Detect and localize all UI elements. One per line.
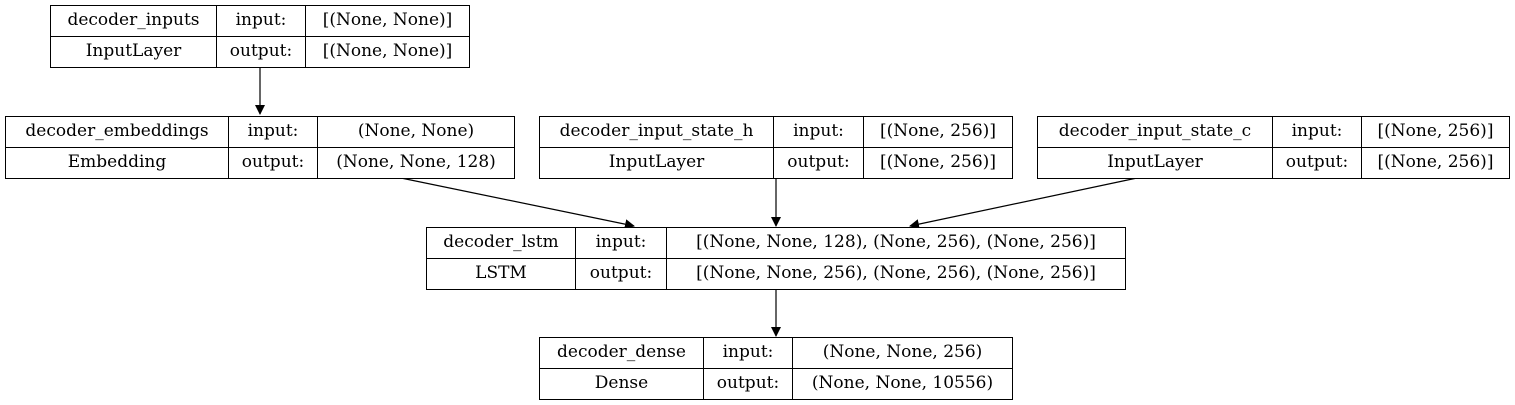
layer-name: decoder_embeddings xyxy=(6,117,229,148)
output-shape: [(None, None, 256), (None, 256), (None, … xyxy=(696,263,1096,284)
layer-type: InputLayer xyxy=(540,147,774,178)
output-shape: (None, None, 128) xyxy=(336,152,496,173)
edge-decoder-embeddings-to-decoder-lstm xyxy=(400,177,635,230)
input-label: input: xyxy=(229,117,318,148)
output-label: output: xyxy=(1273,147,1362,178)
input-shape: [(None, None)] xyxy=(306,6,469,37)
layer-node-decoder-dense: decoder_dense input: (None, None, 256) D… xyxy=(539,337,1013,400)
input-label: input: xyxy=(217,6,306,37)
output-shape: [(None, 256)] xyxy=(880,152,996,173)
output-shape: (None, None, 10556) xyxy=(811,373,994,394)
layer-name: decoder_dense xyxy=(540,338,704,369)
layer-type: Dense xyxy=(540,368,704,399)
layer-name: decoder_lstm xyxy=(427,228,576,259)
input-shape: [(None, None, 128), (None, 256), (None, … xyxy=(667,228,1125,259)
output-label: output: xyxy=(576,258,667,289)
input-shape: (None, None) xyxy=(318,117,514,148)
layer-node-decoder-inputs: decoder_inputs input: [(None, None)] Inp… xyxy=(50,5,470,68)
layer-name: decoder_inputs xyxy=(51,6,217,37)
input-label: input: xyxy=(704,338,793,369)
edge-decoder-input-state-c-to-decoder-lstm xyxy=(909,177,1138,230)
layer-node-decoder-input-state-h: decoder_input_state_h input: [(None, 256… xyxy=(539,116,1013,179)
output-shape: [(None, 256)] xyxy=(1377,152,1494,173)
layer-name: decoder_input_state_h xyxy=(540,117,774,148)
layer-type: InputLayer xyxy=(51,36,217,67)
input-shape: [(None, 256)] xyxy=(864,117,1012,148)
input-label: input: xyxy=(774,117,864,148)
layer-node-decoder-embeddings: decoder_embeddings input: (None, None) E… xyxy=(5,116,515,179)
input-shape: (None, None, 256) xyxy=(793,338,1012,369)
input-label: input: xyxy=(576,228,667,259)
output-label: output: xyxy=(217,36,306,67)
input-shape: [(None, 256)] xyxy=(1362,117,1509,148)
input-label: input: xyxy=(1273,117,1362,148)
layer-name: decoder_input_state_c xyxy=(1038,117,1273,148)
output-label: output: xyxy=(229,147,318,178)
layer-type: InputLayer xyxy=(1038,147,1273,178)
layer-type: LSTM xyxy=(427,258,576,289)
output-label: output: xyxy=(774,147,864,178)
layer-node-decoder-input-state-c: decoder_input_state_c input: [(None, 256… xyxy=(1037,116,1510,179)
output-label: output: xyxy=(704,368,793,399)
layer-type: Embedding xyxy=(6,147,229,178)
layer-node-decoder-lstm: decoder_lstm input: [(None, None, 128), … xyxy=(426,227,1126,290)
output-shape: [(None, None)] xyxy=(322,41,453,62)
